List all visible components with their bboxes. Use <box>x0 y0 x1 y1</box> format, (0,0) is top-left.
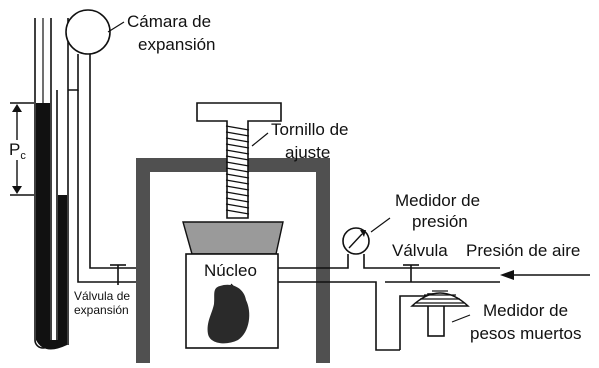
pc-arrow-down <box>12 186 22 194</box>
pc-dimension <box>10 102 34 196</box>
expansion-chamber-label-2: expansión <box>138 35 216 54</box>
chamber-leader <box>107 21 125 33</box>
pressure-gauge-arrow <box>360 230 366 237</box>
pressure-gauge-label-2: presión <box>412 212 468 231</box>
air-pressure-arrowhead <box>500 270 514 280</box>
expansion-chamber-label-1: Cámara de <box>127 12 211 31</box>
manometer-right-leg <box>56 90 69 345</box>
screw-leader <box>251 132 269 147</box>
mercury-bottom <box>36 340 67 350</box>
mercury-column-right <box>58 195 67 345</box>
expansion-valve-label-1: Válvula de <box>74 289 130 303</box>
adjusting-screw-handle <box>196 102 282 219</box>
valve-label: Válvula <box>392 241 448 260</box>
core-sample <box>207 284 250 344</box>
expansion-chamber <box>65 9 111 55</box>
pc-label: Pc <box>9 140 26 162</box>
air-valve <box>403 264 419 282</box>
core-label: Núcleo <box>204 261 257 280</box>
dead-weight-tester <box>410 290 470 337</box>
gauge-leader <box>370 217 391 233</box>
mercury-column-left <box>36 103 50 340</box>
adjusting-screw-label-2: ajuste <box>285 143 330 162</box>
pressure-gauge-label-1: Medidor de <box>395 191 480 210</box>
compression-plate <box>182 221 284 255</box>
air-pressure-label: Presión de aire <box>466 241 580 260</box>
deadweight-label-1: Medidor de <box>483 301 568 320</box>
pc-arrow-up <box>12 104 22 112</box>
expansion-valve-label-2: expansión <box>74 303 129 317</box>
expansion-valve <box>110 264 126 285</box>
deadweight-label-2: pesos muertos <box>470 324 582 343</box>
deadweight-leader <box>451 314 471 323</box>
adjusting-screw-label-1: Tornillo de <box>271 120 349 139</box>
screw-threads <box>225 125 250 215</box>
pressure-gauge-needle <box>348 233 363 249</box>
right-pipes <box>278 254 500 351</box>
